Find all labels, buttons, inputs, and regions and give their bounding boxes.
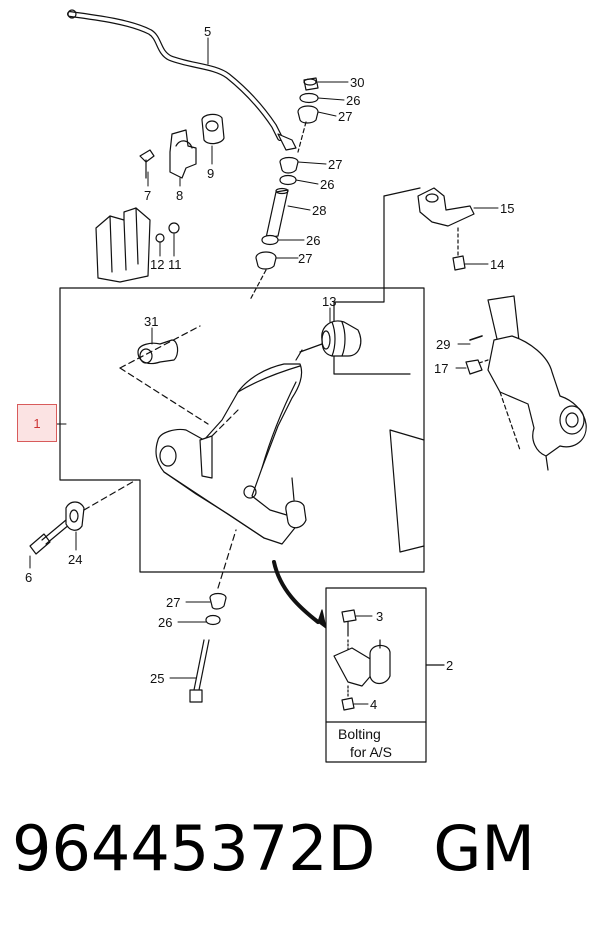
callout-13: 13	[322, 294, 336, 309]
callout-29: 29	[436, 337, 450, 352]
callout-4: 4	[370, 697, 377, 712]
callout-9: 9	[207, 166, 214, 181]
rear-bushing	[295, 320, 362, 361]
callout-28: 28	[312, 203, 326, 218]
callout-26: 26	[346, 93, 360, 108]
callout-27: 27	[298, 251, 312, 266]
callout-12: 12	[150, 257, 164, 272]
stabilizer-clamp-bracket	[333, 187, 475, 375]
inset-caption-line-1: Bolting	[338, 726, 381, 742]
inset-caption-line-2: for A/S	[350, 744, 393, 760]
ball-joint-inset-box	[325, 587, 445, 763]
callout-26: 26	[158, 615, 172, 630]
front-bolt	[29, 479, 137, 555]
stabilizer-link-bottom-parts	[249, 156, 299, 301]
callout-30: 30	[350, 75, 364, 90]
callout-labels: 5 30 26 27 7 8 9 27 26 28 15 12 11 26 27…	[25, 24, 514, 712]
callout-17: 17	[434, 361, 448, 376]
exploded-parts-diagram: 5 30 26 27 7 8 9 27 26 28 15 12 11 26 27…	[25, 9, 587, 763]
callout-8: 8	[176, 188, 183, 203]
callout-3: 3	[376, 609, 383, 624]
steering-knuckle	[465, 295, 587, 471]
callout-5: 5	[204, 24, 211, 39]
brand-name: GM	[433, 812, 535, 885]
callout-27: 27	[328, 157, 342, 172]
stabilizer-bar	[67, 9, 297, 151]
callout-14: 14	[490, 257, 504, 272]
lower-arm-assembly-frame	[59, 287, 425, 573]
callout-31: 31	[144, 314, 158, 329]
callout-6: 6	[25, 570, 32, 585]
callout-7: 7	[144, 188, 151, 203]
stabilizer-link-top-parts	[297, 77, 319, 153]
callout-26: 26	[320, 177, 334, 192]
bracket-parts	[139, 113, 225, 179]
callout-11: 11	[168, 257, 182, 272]
detail-arrow	[272, 560, 327, 629]
part-number-footer: 96445372D GM	[12, 812, 535, 885]
callout-25: 25	[150, 671, 164, 686]
lower-control-arm	[155, 363, 307, 545]
rear-bolt-stack	[189, 529, 237, 703]
mounting-bracket-plate	[95, 207, 180, 283]
front-bushing	[119, 325, 209, 425]
highlighted-callout-1[interactable]: 1	[17, 404, 57, 442]
callout-24: 24	[68, 552, 82, 567]
callout-27: 27	[338, 109, 352, 124]
callout-27: 27	[166, 595, 180, 610]
callout-15: 15	[500, 201, 514, 216]
callout-26: 26	[306, 233, 320, 248]
leader-lines	[29, 37, 499, 705]
part-number: 96445372D	[12, 812, 376, 885]
callout-2: 2	[446, 658, 453, 673]
